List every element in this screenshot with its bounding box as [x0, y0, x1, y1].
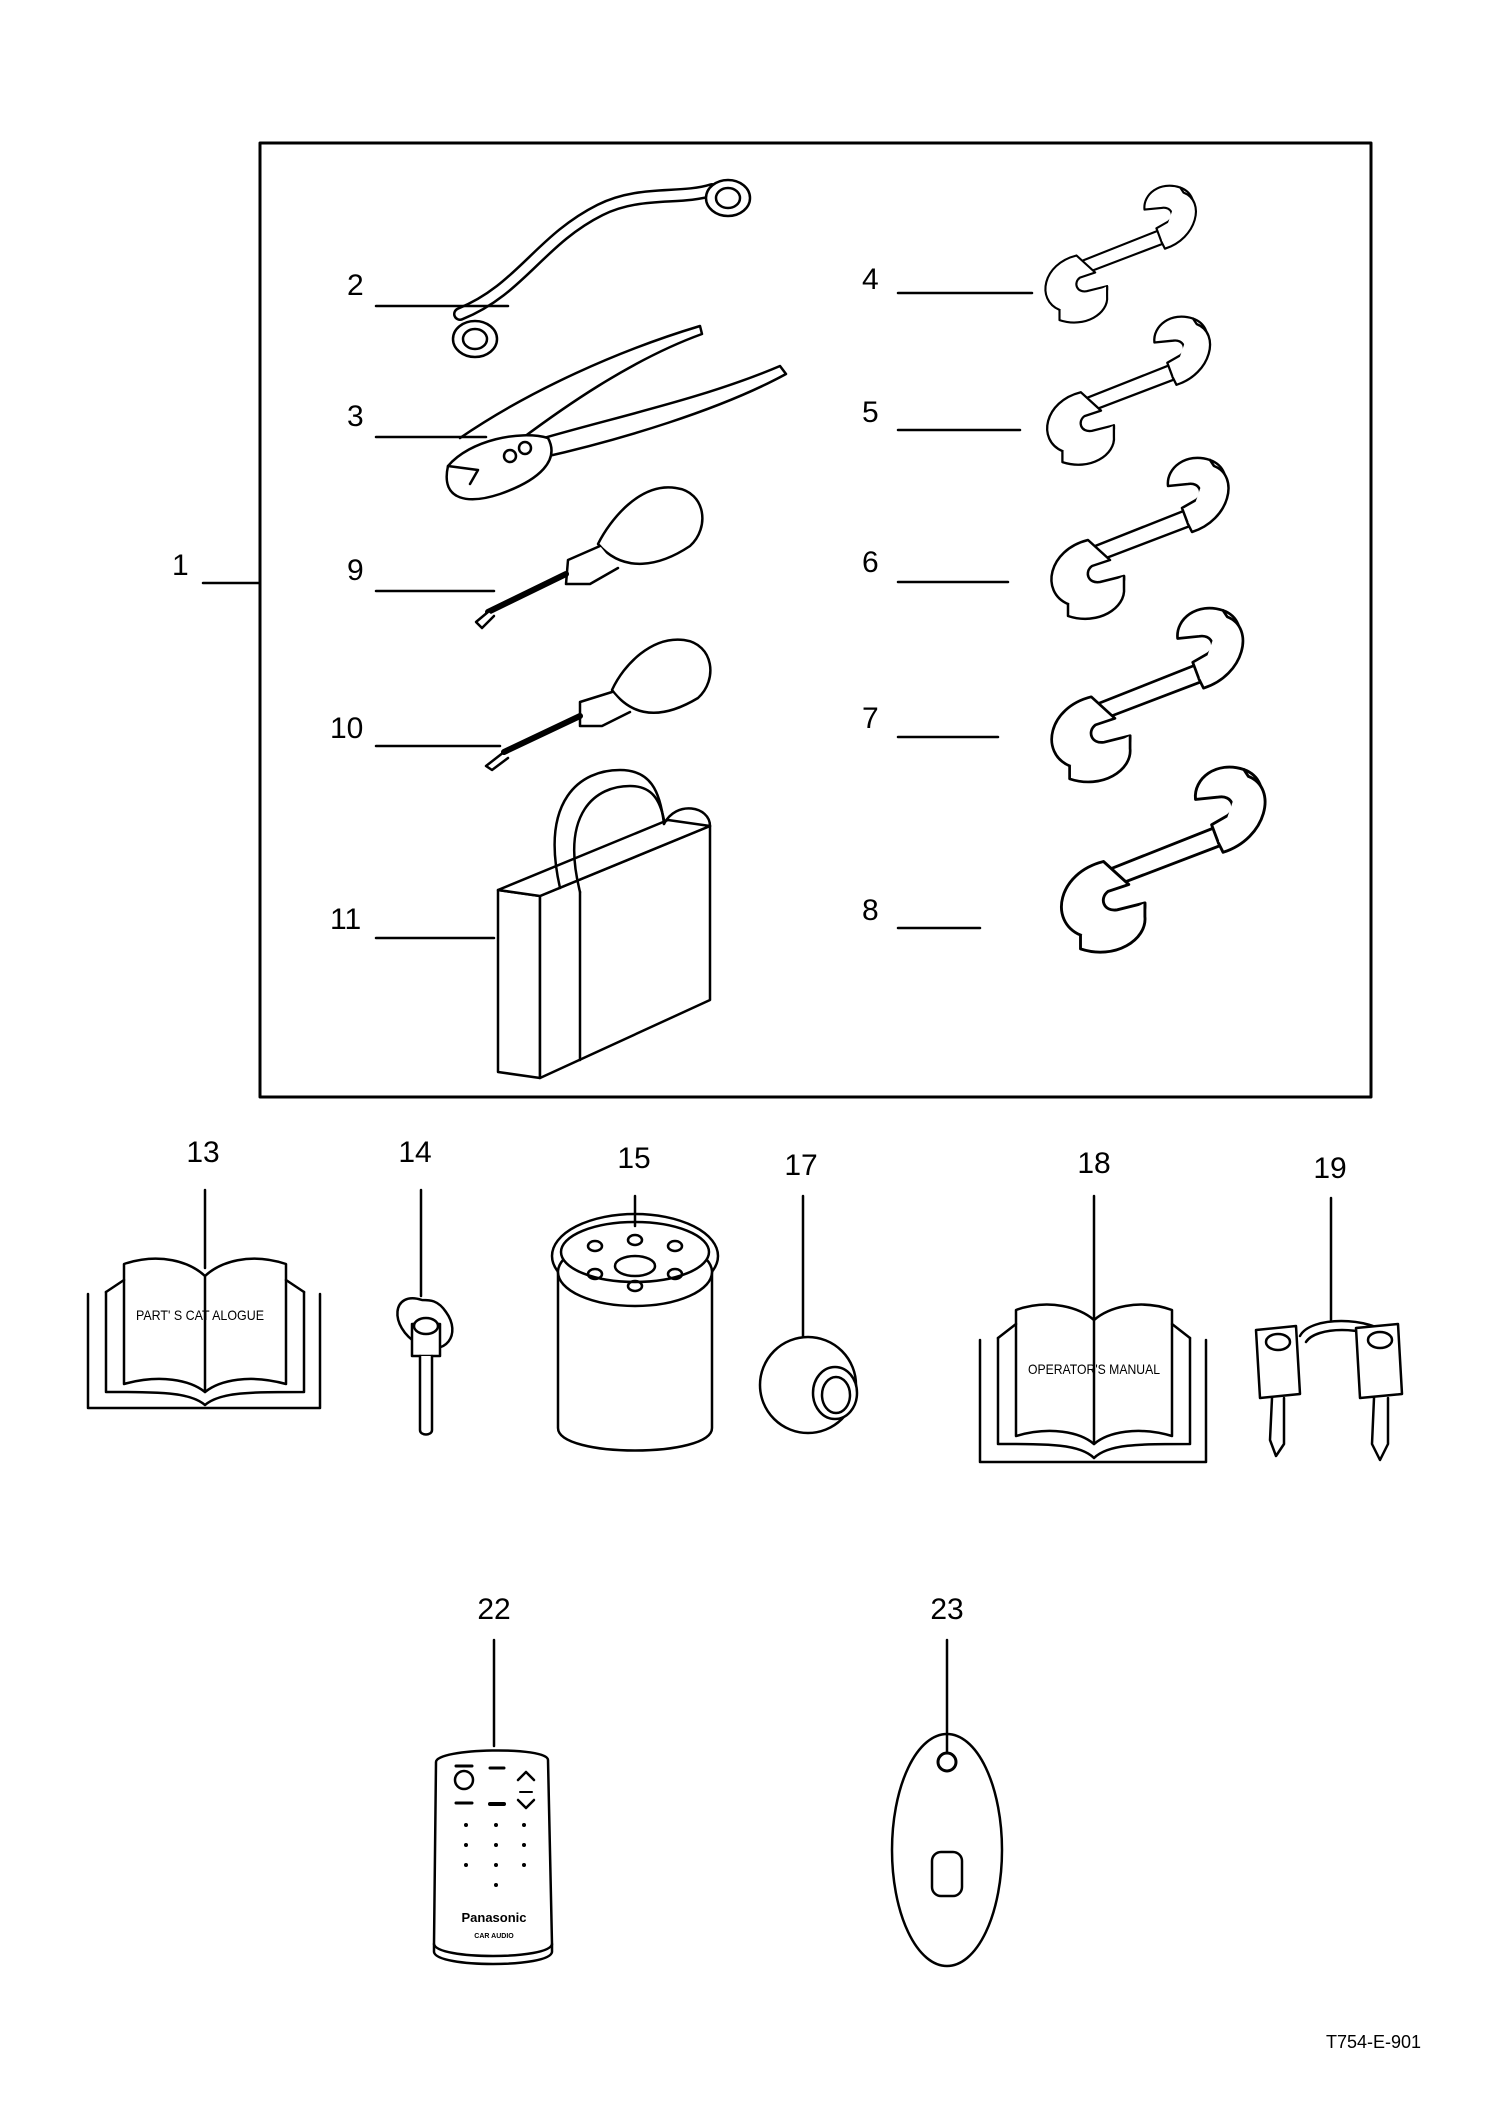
callout-10: 10	[330, 712, 364, 745]
key-fob	[890, 1732, 1004, 1968]
wrench-6	[1050, 456, 1230, 621]
parts-catalogue-book: PART' S CAT ALOGUE	[86, 1257, 322, 1410]
callout-17: 17	[784, 1149, 818, 1182]
callout-8: 8	[862, 894, 879, 927]
callout-7: 7	[862, 702, 879, 735]
callout-11: 11	[330, 903, 362, 936]
phillips-screwdriver	[474, 486, 704, 630]
ignition-keys	[1254, 1319, 1404, 1462]
callout-23: 23	[930, 1593, 964, 1626]
wrench-4	[1044, 184, 1197, 324]
callout-1: 1	[172, 549, 189, 582]
remote-brand: Panasonic	[461, 1910, 526, 1925]
parts-catalogue-text: PART' S CAT ALOGUE	[136, 1307, 264, 1323]
ring-spanner	[451, 178, 752, 359]
pliers	[445, 324, 788, 501]
callout-15: 15	[617, 1142, 651, 1175]
callout-18: 18	[1077, 1147, 1111, 1180]
drawing-reference: T754-E-901	[1326, 2032, 1422, 2052]
callout-4: 4	[862, 263, 879, 296]
callout-5: 5	[862, 396, 879, 429]
remote-control: Panasonic CAR AUDIO	[432, 1749, 554, 1966]
operators-manual-text: OPERATOR'S MANUAL	[1028, 1361, 1160, 1377]
callout-13: 13	[186, 1136, 220, 1169]
wrench-7	[1050, 606, 1245, 784]
callout-9: 9	[347, 554, 364, 587]
knob-ball	[758, 1335, 859, 1435]
callout-14: 14	[398, 1136, 432, 1169]
callout-3: 3	[347, 400, 364, 433]
operators-manual-book: OPERATOR'S MANUAL	[978, 1303, 1208, 1464]
wrench-5	[1045, 315, 1212, 466]
callout-22: 22	[477, 1593, 511, 1626]
callout-6: 6	[862, 546, 879, 579]
callout-19: 19	[1313, 1152, 1347, 1185]
callout-2: 2	[347, 269, 364, 302]
lock-pin	[396, 1297, 454, 1436]
tool-bag	[496, 768, 712, 1080]
remote-sub: CAR AUDIO	[474, 1933, 514, 1940]
kit-frame	[258, 141, 1373, 1099]
wrench-8	[1059, 765, 1267, 954]
flat-screwdriver	[484, 638, 712, 772]
oil-filter	[550, 1212, 720, 1452]
